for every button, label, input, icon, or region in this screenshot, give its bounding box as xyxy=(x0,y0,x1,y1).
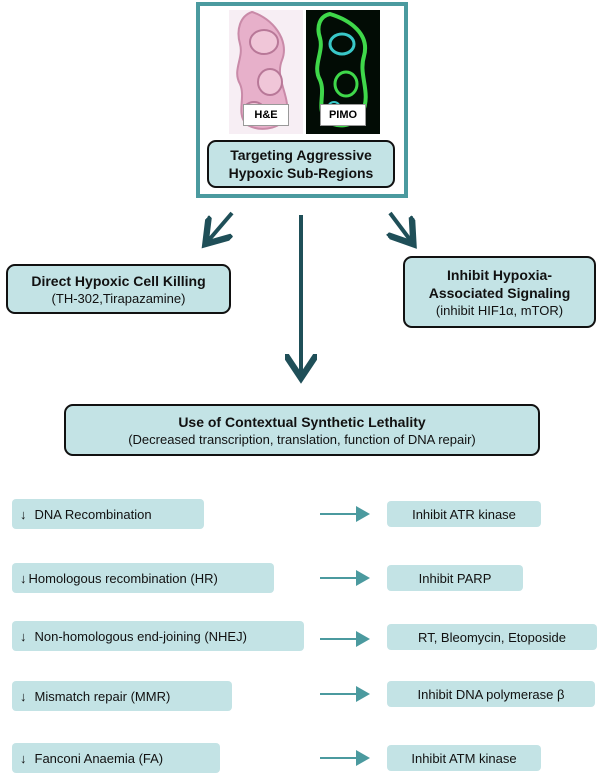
synthetic-lethality-subtitle: (Decreased transcription, translation, f… xyxy=(128,431,476,447)
pathway-row-1: ↓ DNA Recombination xyxy=(12,499,204,529)
down-arrow-icon: ↓ xyxy=(20,688,27,704)
therapy-label-2: Inhibit PARP xyxy=(418,570,492,586)
therapy-label-5: Inhibit ATM kinase xyxy=(411,750,517,766)
inhibit-signaling-subtitle: (inhibit HIF1α, mTOR) xyxy=(435,302,564,318)
pathway-row-5: ↓ Fanconi Anaemia (FA) xyxy=(12,743,220,773)
direct-killing-subtitle: (TH-302,Tirapazamine) xyxy=(51,290,186,306)
synthetic-lethality-title: Use of Contextual Synthetic Lethality xyxy=(178,413,426,430)
therapy-box-4: Inhibit DNA polymerase β xyxy=(387,681,595,707)
pathway-label-4: Mismatch repair (MMR) xyxy=(34,688,171,704)
pathway-label-2: Homologous recombination (HR) xyxy=(28,570,218,586)
therapy-label-3: RT, Bleomycin, Etoposide xyxy=(418,629,566,645)
pathway-row-4: ↓ Mismatch repair (MMR) xyxy=(12,681,232,711)
therapy-box-2: Inhibit PARP xyxy=(387,565,523,591)
pimo-panel: PIMO xyxy=(306,10,380,134)
arrow-to-inhibit-signaling xyxy=(390,211,411,241)
pathway-label-3: Non-homologous end-joining (NHEJ) xyxy=(34,628,247,644)
he-panel: H&E xyxy=(229,10,303,134)
therapy-label-1: Inhibit ATR kinase xyxy=(412,506,516,522)
pathway-label-5: Fanconi Anaemia (FA) xyxy=(34,750,164,766)
therapy-box-5: Inhibit ATM kinase xyxy=(387,745,541,771)
top-section-frame xyxy=(196,2,408,198)
pimo-label: PIMO xyxy=(320,104,366,126)
therapy-box-1: Inhibit ATR kinase xyxy=(387,501,541,527)
therapy-label-4: Inhibit DNA polymerase β xyxy=(417,686,565,702)
inhibit-signaling-line1: Inhibit Hypoxia- xyxy=(447,266,552,283)
targeting-line1: Targeting Aggressive xyxy=(230,147,372,163)
targeting-line2: Hypoxic Sub-Regions xyxy=(228,165,374,181)
inhibit-signaling-line2: Associated Signaling xyxy=(428,284,571,301)
pathway-row-3: ↓ Non-homologous end-joining (NHEJ) xyxy=(12,621,304,651)
direct-killing-box: Direct Hypoxic Cell Killing (TH-302,Tira… xyxy=(6,264,231,314)
down-arrow-icon: ↓ xyxy=(20,750,27,766)
down-arrow-icon: ↓ xyxy=(20,628,27,644)
pathway-label-1: DNA Recombination xyxy=(34,506,152,522)
pathway-row-2: ↓ Homologous recombination (HR) xyxy=(12,563,274,593)
arrow-to-direct-killing xyxy=(208,211,234,241)
inhibit-signaling-box: Inhibit Hypoxia- Associated Signaling (i… xyxy=(403,256,596,328)
he-label: H&E xyxy=(243,104,289,126)
down-arrow-icon: ↓ xyxy=(20,570,27,586)
direct-killing-title: Direct Hypoxic Cell Killing xyxy=(31,272,206,289)
down-arrow-icon: ↓ xyxy=(20,506,27,522)
targeting-box: Targeting Aggressive Hypoxic Sub-Regions xyxy=(207,140,395,188)
therapy-box-3: RT, Bleomycin, Etoposide xyxy=(387,624,597,650)
synthetic-lethality-box: Use of Contextual Synthetic Lethality (D… xyxy=(64,404,540,456)
